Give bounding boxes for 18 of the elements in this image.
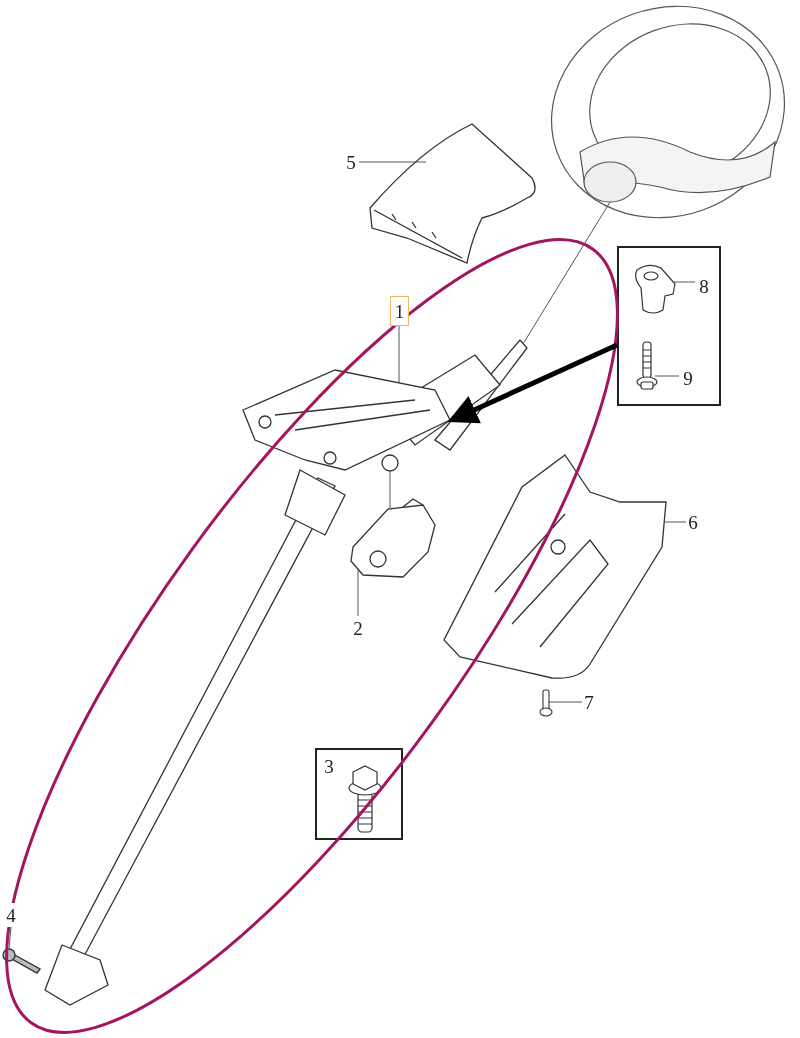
- leader-line: [548, 701, 583, 703]
- arrow: [447, 342, 619, 424]
- leader-line: [398, 325, 400, 384]
- callout-number: 1: [390, 296, 409, 326]
- detail-box: [315, 748, 403, 840]
- leader-line: [672, 281, 696, 283]
- pin-drawing: [2, 948, 42, 974]
- callout-number: 4: [4, 903, 18, 927]
- leader-line: [357, 568, 359, 617]
- screw-drawing: [538, 688, 554, 718]
- leader-line: [389, 470, 391, 510]
- leader-line: [8, 926, 12, 950]
- screw-drawing: [635, 340, 659, 392]
- detail-box: [617, 246, 721, 406]
- leader-line: [663, 521, 687, 523]
- flange-bolt-drawing: [347, 764, 383, 834]
- leader-line: [654, 375, 680, 377]
- leader-line: [358, 161, 427, 163]
